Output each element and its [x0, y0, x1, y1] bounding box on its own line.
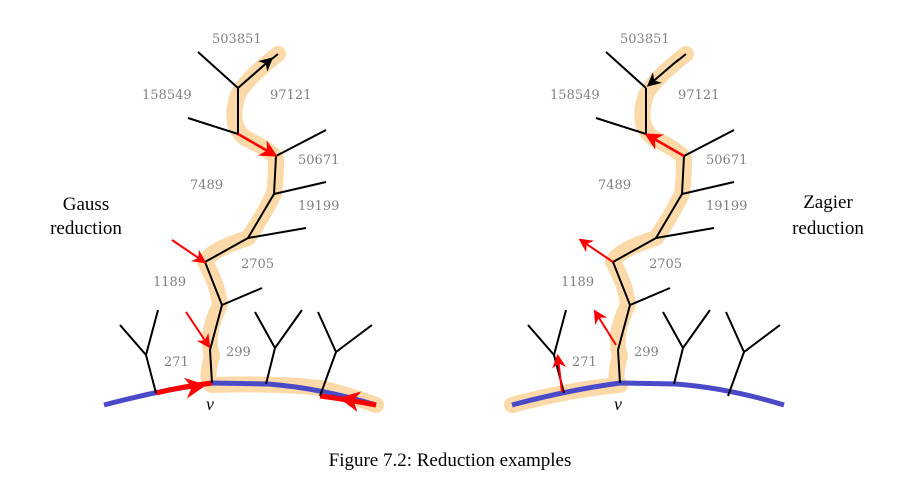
red-tree-edge [644, 133, 685, 158]
region-label: 158549 [550, 88, 600, 103]
red-outgoing-arrow [593, 309, 617, 346]
figure-caption: Figure 7.2: Reduction examples [328, 450, 572, 471]
gauss-diagram: 503851 158549 97121 50671 7489 19199 270… [50, 32, 384, 414]
region-label: 2705 [241, 257, 274, 272]
region-label: 50671 [298, 153, 339, 168]
gauss-title-2: reduction [50, 218, 122, 239]
region-label: 1189 [153, 275, 186, 290]
zagier-diagram: 503851 158549 97121 50671 7489 19199 270… [504, 32, 864, 414]
zagier-title-2: reduction [792, 218, 864, 239]
region-label: 97121 [270, 88, 311, 103]
tree [119, 51, 373, 397]
red-outgoing-arrow [552, 353, 567, 393]
region-label: 7489 [598, 178, 631, 193]
vertex-label-v: v [206, 394, 214, 414]
region-label: 503851 [212, 32, 262, 47]
red-outgoing-arrow [578, 238, 614, 263]
top-black-arrow [646, 59, 679, 87]
region-label: 19199 [706, 199, 747, 214]
region-label: 1189 [561, 275, 594, 290]
region-label: 271 [164, 355, 189, 370]
baseline-arrow [164, 377, 207, 399]
region-label: 271 [572, 355, 597, 370]
region-label: 50671 [706, 153, 747, 168]
zagier-title: Zagier [803, 192, 853, 213]
red-incoming-arrow [171, 239, 207, 264]
top-black-arrow [237, 57, 274, 89]
region-label: 2705 [649, 257, 682, 272]
region-label: 299 [634, 345, 659, 360]
baseline-arrow [338, 391, 373, 413]
region-label: 19199 [298, 199, 339, 214]
red-tree-edge [237, 132, 278, 157]
region-label: 7489 [190, 178, 223, 193]
region-label: 158549 [142, 88, 192, 103]
region-label: 299 [226, 345, 251, 360]
region-label: 503851 [620, 32, 670, 47]
baseline [511, 380, 785, 408]
gauss-title: Gauss [63, 194, 109, 215]
region-label: 97121 [678, 88, 719, 103]
red-incoming-arrow [185, 311, 211, 349]
vertex-label-v: v [614, 394, 622, 414]
